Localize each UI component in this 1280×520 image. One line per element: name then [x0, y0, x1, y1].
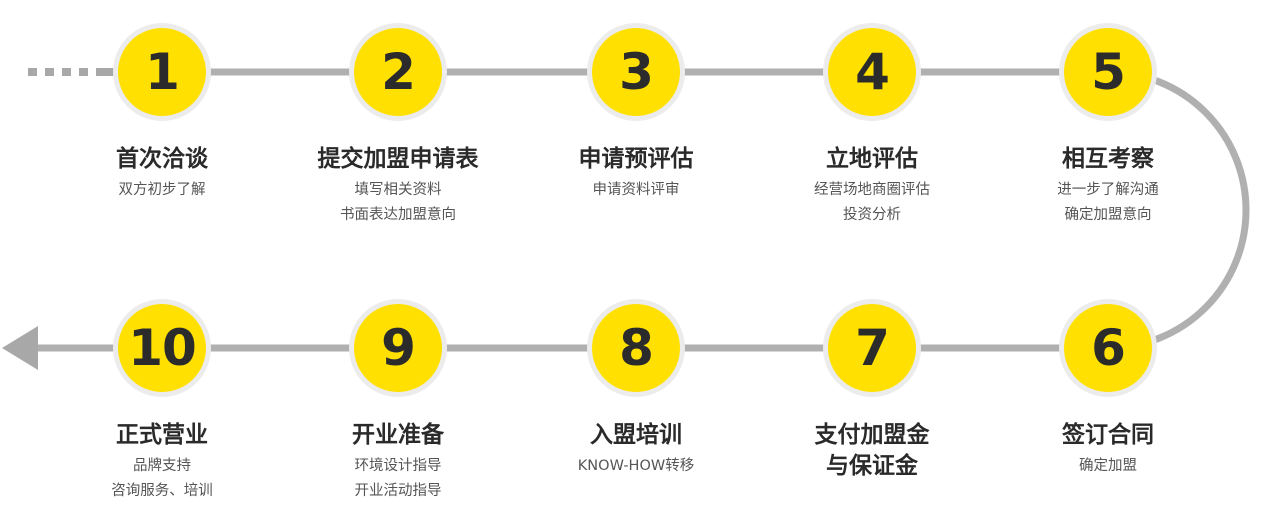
step-number: 4 [855, 43, 890, 101]
step-title: 与保证金 [826, 453, 918, 479]
step-description: 进一步了解沟通确定加盟意向 [988, 178, 1228, 228]
step-title: 正式营业 [116, 422, 208, 448]
leading-dots [28, 68, 114, 76]
leading-dot [45, 68, 54, 76]
step-8-circle: 8 [592, 304, 680, 392]
step-description-line: 开业活动指导 [354, 483, 442, 499]
step-description-line: 确定加盟意向 [1064, 207, 1152, 223]
step-description-line: 填写相关资料 [354, 182, 442, 198]
step-10-circle: 10 [118, 304, 206, 392]
step-title: 支付加盟金 [814, 422, 930, 448]
step-number: 3 [619, 43, 654, 101]
step-description-line: KNOW-HOW转移 [577, 458, 695, 474]
step-number: 8 [619, 319, 654, 377]
step-number: 2 [381, 43, 416, 101]
step-title: 开业准备 [352, 422, 444, 448]
step-5-text: 相互考察进一步了解沟通确定加盟意向 [988, 144, 1228, 228]
step-title: 提交加盟申请表 [317, 146, 479, 172]
step-3-circle: 3 [592, 28, 680, 116]
step-number: 1 [145, 43, 180, 101]
step-2-circle: 2 [354, 28, 442, 116]
end-arrow-head [2, 326, 38, 370]
step-1-text: 首次洽谈双方初步了解 [42, 144, 282, 203]
step-description-line: 进一步了解沟通 [1057, 182, 1159, 198]
step-description: 填写相关资料书面表达加盟意向 [278, 178, 518, 228]
step-1-circle: 1 [118, 28, 206, 116]
leading-dot [96, 68, 114, 76]
step-description: 确定加盟 [988, 454, 1228, 479]
step-number: 5 [1091, 43, 1126, 101]
step-description: 双方初步了解 [42, 178, 282, 203]
leading-dot [28, 68, 37, 76]
step-number: 7 [855, 319, 890, 377]
step-number: 6 [1091, 319, 1126, 377]
leading-dot [62, 68, 71, 76]
step-7-circle: 7 [828, 304, 916, 392]
step-description-line: 书面表达加盟意向 [340, 207, 456, 223]
step-title: 首次洽谈 [116, 146, 208, 172]
step-description-line: 投资分析 [843, 207, 901, 223]
step-4-text: 立地评估经营场地商圈评估投资分析 [752, 144, 992, 228]
step-description: 品牌支持咨询服务、培训 [42, 454, 282, 504]
step-description: KNOW-HOW转移 [516, 454, 756, 479]
step-8-text: 入盟培训 KNOW-HOW转移 [516, 420, 756, 479]
step-description-line: 品牌支持 [133, 458, 191, 474]
step-description-line: 咨询服务、培训 [111, 483, 213, 499]
step-title: 申请预评估 [578, 146, 694, 172]
step-description: 申请资料评审 [516, 178, 756, 203]
step-description-line: 经营场地商圈评估 [814, 182, 930, 198]
step-title: 签订合同 [1062, 422, 1154, 448]
step-3-text: 申请预评估申请资料评审 [516, 144, 756, 203]
step-2-text: 提交加盟申请表填写相关资料书面表达加盟意向 [278, 144, 518, 228]
step-description: 经营场地商圈评估投资分析 [752, 178, 992, 228]
step-10-text: 正式营业品牌支持咨询服务、培训 [42, 420, 282, 504]
step-description-line: 双方初步了解 [118, 182, 206, 198]
leading-dot [79, 68, 88, 76]
step-number: 10 [128, 319, 197, 377]
step-title: 相互考察 [1062, 146, 1154, 172]
u-turn-curve [1107, 68, 1250, 352]
step-5-circle: 5 [1064, 28, 1152, 116]
step-description-line: 确定加盟 [1079, 458, 1137, 474]
step-4-circle: 4 [828, 28, 916, 116]
step-6-text: 签订合同确定加盟 [988, 420, 1228, 479]
step-9-text: 开业准备环境设计指导开业活动指导 [278, 420, 518, 504]
step-title: 立地评估 [826, 146, 918, 172]
step-6-circle: 6 [1064, 304, 1152, 392]
step-description-line: 环境设计指导 [354, 458, 442, 474]
step-description-line: 申请资料评审 [592, 182, 680, 198]
step-number: 9 [381, 319, 416, 377]
step-title: 入盟培训 [590, 422, 682, 448]
step-9-circle: 9 [354, 304, 442, 392]
step-description: 环境设计指导开业活动指导 [278, 454, 518, 504]
step-7-text: 支付加盟金与保证金 [752, 420, 992, 482]
